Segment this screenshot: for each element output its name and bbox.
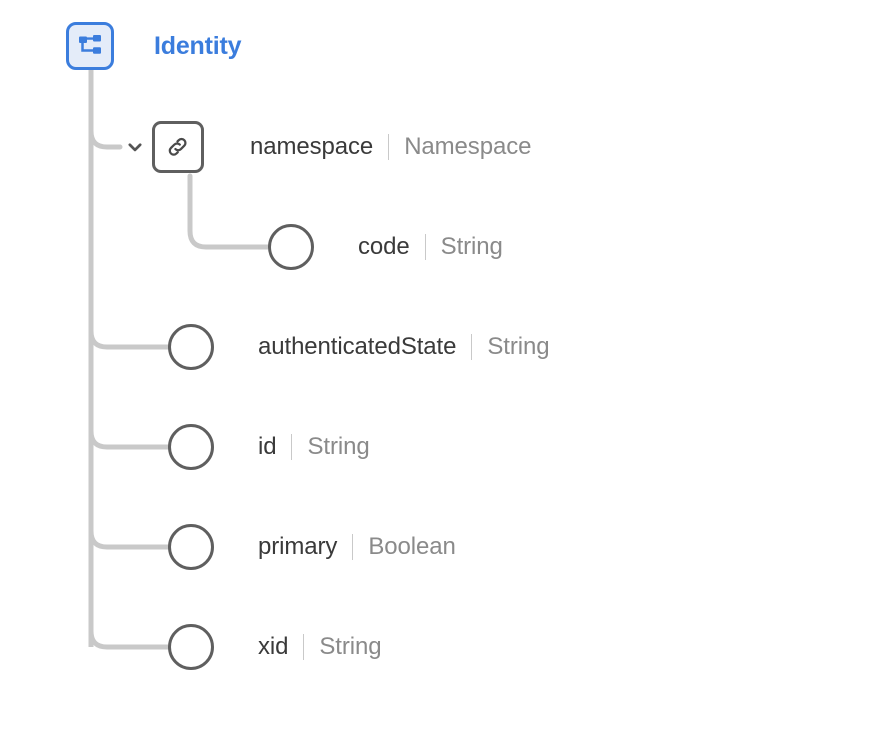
tree-row-primary[interactable]: primary Boolean (168, 521, 456, 573)
branch-namespace (88, 128, 123, 150)
tree-row-authenticatedstate[interactable]: authenticatedState String (168, 321, 550, 373)
label-divider (303, 634, 305, 660)
label-divider (388, 134, 390, 160)
tree-row-id[interactable]: id String (168, 421, 370, 473)
label-divider (471, 334, 473, 360)
field-type: Namespace (404, 133, 532, 160)
field-labels: namespace Namespace (250, 133, 531, 161)
field-type: String (307, 433, 370, 460)
field-type: String (440, 233, 503, 260)
tree-row-xid[interactable]: xid String (168, 621, 382, 673)
field-type: String (319, 633, 382, 660)
link-node-box[interactable] (152, 121, 204, 173)
field-name: namespace (250, 133, 374, 160)
branch-id (88, 428, 171, 450)
chevron-down-glyph (128, 143, 142, 152)
link-icon (168, 137, 187, 156)
tree-row-namespace[interactable]: namespace Namespace (124, 121, 531, 173)
branch-primary (88, 528, 171, 550)
field-name: code (358, 233, 410, 260)
root-title: Identity (154, 31, 242, 60)
hierarchy-glyph (79, 35, 101, 54)
circle-node[interactable] (168, 324, 214, 370)
field-name: primary (258, 533, 338, 560)
label-divider (352, 534, 354, 560)
branch-xid (88, 628, 171, 650)
field-type: Boolean (368, 533, 456, 560)
field-labels: xid String (258, 633, 382, 661)
field-labels: code String (358, 233, 503, 261)
hierarchy-icon (66, 22, 114, 70)
circle-node[interactable] (168, 624, 214, 670)
field-name: authenticatedState (258, 333, 457, 360)
circle-node[interactable] (168, 524, 214, 570)
field-labels: primary Boolean (258, 533, 456, 561)
field-name: xid (258, 633, 289, 660)
field-type: String (487, 333, 550, 360)
label-divider (291, 434, 293, 460)
root-node[interactable]: Identity (66, 22, 241, 70)
field-labels: id String (258, 433, 370, 461)
circle-node[interactable] (268, 224, 314, 270)
circle-node[interactable] (168, 424, 214, 470)
branch-authenticatedstate (88, 328, 171, 350)
tree-row-code[interactable]: code String (268, 221, 503, 273)
field-labels: authenticatedState String (258, 333, 550, 361)
chevron-down-icon[interactable] (124, 136, 146, 158)
branch-code (187, 173, 271, 250)
label-divider (424, 234, 426, 260)
field-name: id (258, 433, 277, 460)
